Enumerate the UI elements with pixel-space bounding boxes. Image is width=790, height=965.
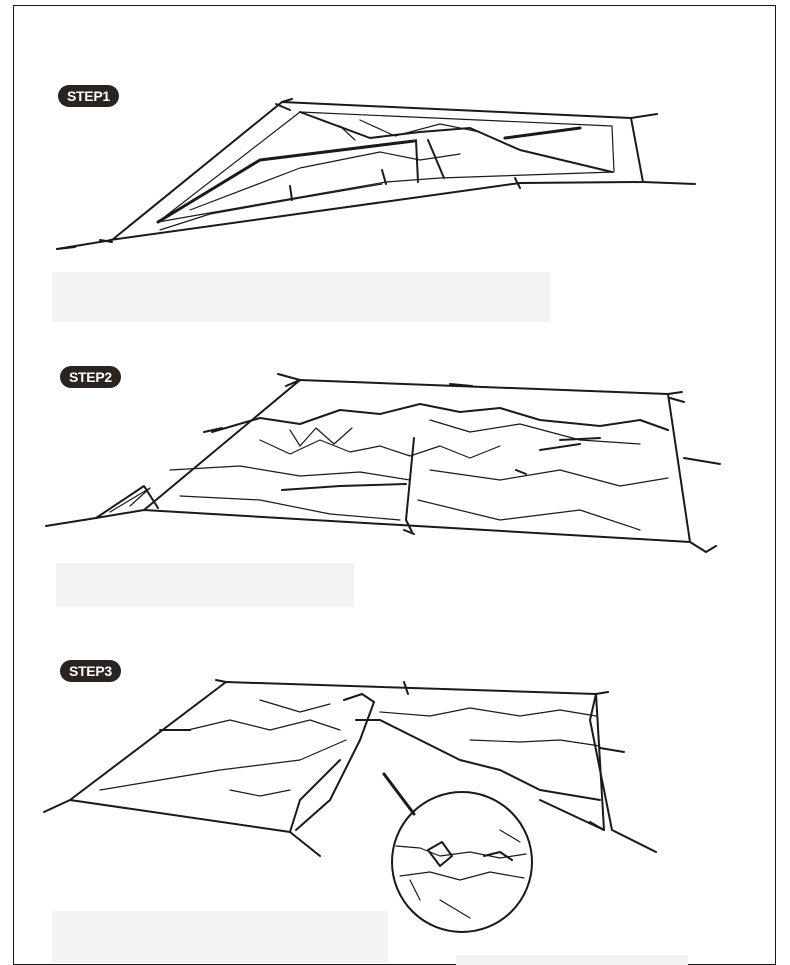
step-2-caption-area — [56, 563, 354, 607]
step-1-badge: STEP1 — [58, 85, 119, 107]
step-1-caption-area — [52, 272, 550, 322]
step-3-caption-area-right — [456, 955, 688, 965]
spread-tent-sheet-drawing — [45, 373, 721, 553]
tent-sheet-pulling-drawing — [43, 679, 657, 933]
step-2-badge: STEP2 — [60, 366, 121, 388]
step-3-badge: STEP3 — [60, 660, 121, 682]
folded-tent-sheet-drawing — [56, 98, 696, 250]
step-3-caption-area — [52, 911, 388, 963]
